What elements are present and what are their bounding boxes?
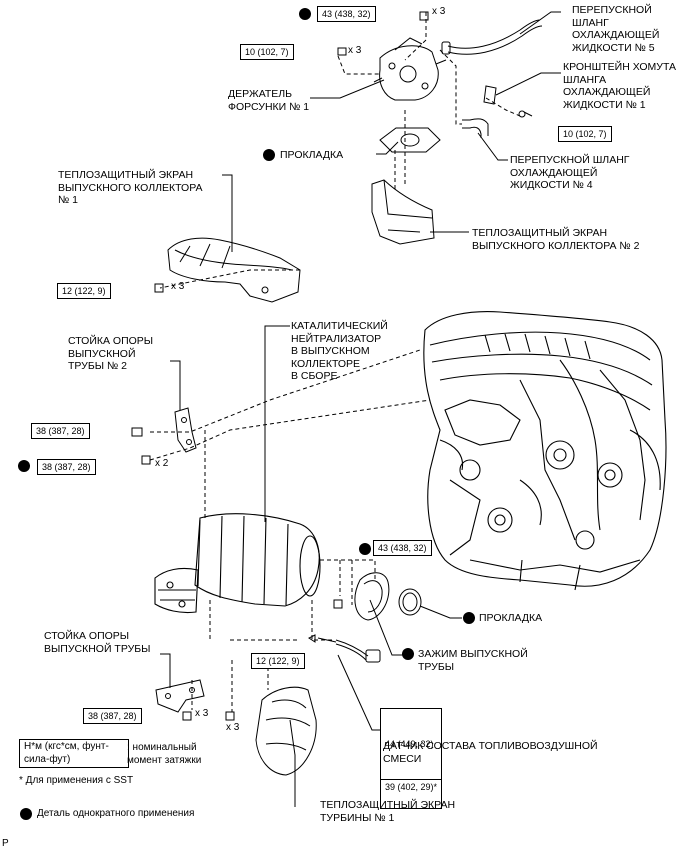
torque-stay2-nut: 38 (387, 28) xyxy=(37,459,96,475)
label-exhaust-stay-1: СТОЙКА ОПОРЫ ВЫПУСКНОЙ ТРУБЫ xyxy=(44,630,151,655)
torque-af-sensor: 44 (449, 32) 39 (402, 29)* xyxy=(380,708,443,809)
single-use-dot-clamp-nut xyxy=(359,543,371,555)
single-use-dot-gasket-bottom xyxy=(463,612,475,624)
figure-code: P xyxy=(2,838,9,849)
catalytic-converter-sketch xyxy=(154,513,321,614)
exhaust-stay-1-sketch xyxy=(155,679,205,721)
multiplier-stay2: x 2 xyxy=(155,458,169,469)
af-sensor-sketch xyxy=(308,634,381,663)
leader-gasket-bottom xyxy=(419,605,462,619)
torque-stay2-bolt: 38 (387, 28) xyxy=(31,423,90,439)
label-gasket-bottom: ПРОКЛАДКА xyxy=(479,612,543,624)
leader-clamp xyxy=(369,599,405,656)
single-use-dot-legend xyxy=(20,808,32,820)
leader-stay1 xyxy=(160,653,171,688)
leader-bypass5 xyxy=(519,11,561,35)
leader-afsensor xyxy=(337,654,380,731)
label-gasket-top: ПРОКЛАДКА xyxy=(280,149,344,161)
multiplier-top-nut: x 3 xyxy=(432,6,446,17)
label-manifold-shield-1: ТЕПЛОЗАЩИТНЫЙ ЭКРАН ВЫПУСКНОГО КОЛЛЕКТОР… xyxy=(58,169,203,206)
multiplier-injector: x 3 xyxy=(348,45,362,56)
label-bypass-hose-4: ПЕРЕПУСКНОЙ ШЛАНГ ОХЛАЖДАЮЩЕЙ ЖИДКОСТИ №… xyxy=(510,154,630,191)
single-use-dot-clamp xyxy=(402,648,414,660)
torque-manifold-shield: 12 (122, 9) xyxy=(57,283,111,299)
exhaust-clamp-sketch xyxy=(333,572,390,621)
label-catalytic-converter: КАТАЛИТИЧЕСКИЙ НЕЙТРАЛИЗАТОР В ВЫПУСКНОМ… xyxy=(291,320,388,382)
leader-bypass4 xyxy=(477,132,508,161)
hose-bracket-sketch xyxy=(483,85,533,118)
label-af-sensor: ДАТЧИК СОСТАВА ТОПЛИВОВОЗДУШНОЙ СМЕСИ xyxy=(383,740,598,765)
torque-turbo-shield: 12 (122, 9) xyxy=(251,653,305,669)
label-exhaust-stay-2: СТОЙКА ОПОРЫ ВЫПУСКНОЙ ТРУБЫ № 2 xyxy=(68,335,154,372)
torque-injector-holder: 10 (102, 7) xyxy=(240,44,294,60)
exhaust-gasket-sketch xyxy=(398,588,422,616)
injector-holder-sketch xyxy=(337,11,447,101)
manifold-shield-2-sketch xyxy=(371,179,435,245)
single-use-dot-top-nut xyxy=(299,8,311,20)
label-injector-holder: ДЕРЖАТЕЛЬ ФОРСУНКИ № 1 xyxy=(228,88,310,113)
multiplier-stay1: x 3 xyxy=(195,708,209,719)
torque-stay1-bolt: 38 (387, 28) xyxy=(83,708,142,724)
label-exhaust-clamp: ЗАЖИМ ВЫПУСКНОЙ ТРУБЫ xyxy=(418,648,528,673)
label-hose-bracket: КРОНШТЕЙН ХОМУТА ШЛАНГА ОХЛАЖДАЮЩЕЙ ЖИДК… xyxy=(563,61,677,111)
leader-shield1 xyxy=(222,174,233,252)
leader-stay2 xyxy=(170,360,181,410)
torque-top-nut: 43 (438, 32) xyxy=(317,6,376,22)
single-use-dot-stay2-nut xyxy=(18,460,30,472)
legend-sst-note: * Для применения с SST xyxy=(19,775,134,786)
legend-unit-box: Н*м (кгс*см, фунт- сила-фут) xyxy=(19,739,129,768)
legend-single-use: Деталь однократного применения xyxy=(37,808,195,819)
leader-catalyst xyxy=(264,325,290,522)
label-turbo-shield: ТЕПЛОЗАЩИТНЫЙ ЭКРАН ТУРБИНЫ № 1 xyxy=(320,799,456,824)
coolant-hose-4-sketch xyxy=(462,118,489,138)
label-manifold-shield-2: ТЕПЛОЗАЩИТНЫЙ ЭКРАН ВЫПУСКНОГО КОЛЛЕКТОР… xyxy=(472,227,640,252)
torque-clamp-nut: 43 (438, 32) xyxy=(373,540,432,556)
torque-af-sensor-line2: 39 (402, 29)* xyxy=(381,779,442,794)
engine-block-sketch xyxy=(423,311,667,591)
turbo-shield-sketch xyxy=(225,686,317,776)
leader-injector xyxy=(310,79,385,99)
manifold-shield-1-sketch xyxy=(154,237,301,303)
torque-af-sensor-line1: 44 (449, 32) xyxy=(385,739,434,749)
coolant-hose-5-sketch xyxy=(441,19,543,55)
exhaust-stay-2-sketch xyxy=(131,407,197,465)
multiplier-turbo-shield: x 3 xyxy=(226,722,240,733)
leader-bracket xyxy=(495,72,561,96)
leader-gasket-top xyxy=(376,141,399,155)
injector-gasket-sketch xyxy=(379,127,441,153)
torque-hose-bracket: 10 (102, 7) xyxy=(558,126,612,142)
multiplier-manifold-shield: x 3 xyxy=(171,281,185,292)
label-bypass-hose-5: ПЕРЕПУСКНОЙ ШЛАНГ ОХЛАЖДАЮЩЕЙ ЖИДКОСТИ №… xyxy=(572,4,660,54)
leader-turbo xyxy=(289,719,296,807)
single-use-dot-gasket-top xyxy=(263,149,275,161)
legend-unit-description: : номинальный момент затяжки xyxy=(127,742,202,766)
